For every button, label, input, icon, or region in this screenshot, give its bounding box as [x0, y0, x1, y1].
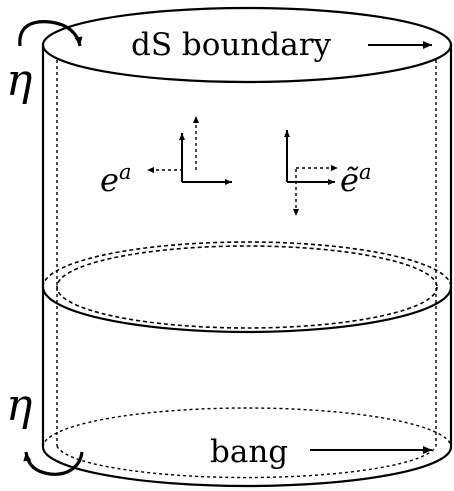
frame-left-symbol: e [100, 161, 119, 199]
frame-right-label: ẽa [340, 160, 371, 199]
eta-bottom-label: η [6, 380, 32, 431]
frame-left-superscript: a [119, 160, 132, 184]
bottom-inner-arc [56, 445, 437, 479]
middle-inner-slice [56, 245, 438, 329]
middle-slice-front [41, 286, 453, 334]
ds-boundary-label: dS boundary [131, 27, 332, 63]
frame-right-symbol: ẽ [340, 161, 359, 199]
frame-left [147, 116, 232, 185]
eta-top-curved-arrow [18, 20, 83, 47]
bottom-back-arc [42, 407, 452, 448]
frame-right [284, 130, 338, 216]
frame-right-superscript: a [359, 160, 372, 184]
frame-left-label: ea [100, 160, 131, 199]
bang-label: bang [210, 434, 288, 470]
eta-top-label: η [6, 55, 32, 106]
eta-bottom-curved-arrow [23, 451, 84, 476]
top-boundary-ellipse [41, 6, 453, 84]
bottom-front-arc [41, 446, 453, 488]
middle-slice-back [42, 241, 452, 288]
